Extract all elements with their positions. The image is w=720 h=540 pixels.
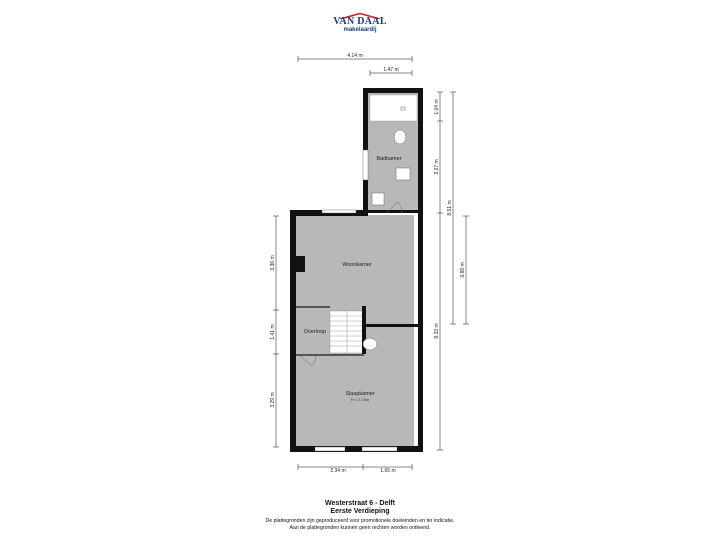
stairs [330,311,364,353]
toilet-icon [393,129,407,145]
dim-left-2: 1.41 m [270,324,276,339]
dim-bottom-2: 1.65 m [380,468,395,474]
logo-roof-icon [339,13,381,19]
room-slaapkamer: Slaapkamer [345,391,375,397]
dim-top-partial: 1.47 m [383,67,398,73]
dim-left-1: 3.36 m [270,255,276,270]
dim-right-3: 8.51 m [447,200,453,215]
dimension-lines [273,56,469,470]
logo-name: VAN DAAL [333,16,387,27]
dim-right-4: 3.88 m [460,262,466,277]
dim-bottom-1: 2.34 m [330,468,345,474]
room-badkamer: Badkamer [376,156,401,162]
logo-tagline: makelaardij [343,27,377,33]
disclaimer-line-1: De plattegronden zijn geproduceerd voor … [265,518,455,524]
doors [299,201,403,367]
room-woonkamer: Woonkamer [342,262,372,268]
dim-right-5: 8.33 m [434,323,440,338]
dim-right-1: 1.04 m [434,99,440,114]
toilet-2-icon [362,337,378,351]
plan-subtitle: Eerste Verdieping [330,508,390,515]
fixtures [362,106,411,351]
room-overloop: Overloop [304,329,326,335]
dim-right-2: 3.27 m [434,159,440,174]
sink-icon [395,167,411,181]
washing-machine-icon [371,192,385,206]
shower-drain-icon [400,106,406,111]
plan-title: Westerstraat 6 - Delft [325,500,395,507]
windows [314,149,398,452]
room-slaapkamer-height: H = 2.74m [351,397,370,402]
dim-top-total: 4.14 m [347,53,362,59]
dim-left-3: 3.29 m [270,392,276,407]
disclaimer-line-2: Aan de plattegronden kunnen geen rechten… [289,524,431,531]
